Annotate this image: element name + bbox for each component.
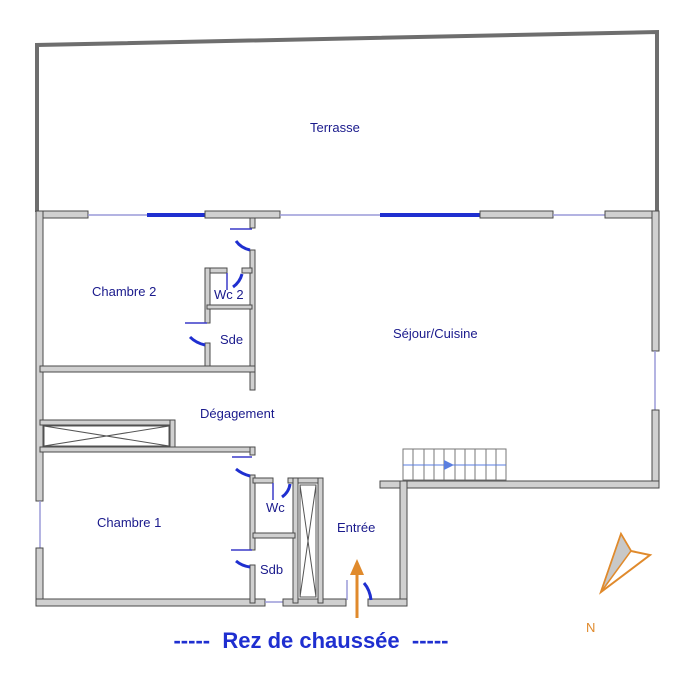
- room-label-entree: Entrée: [337, 520, 376, 535]
- room-label-sde: Sde: [220, 332, 244, 347]
- terrace-outline: [35, 29, 659, 212]
- cupboard-entry: [299, 484, 317, 598]
- bottom-wall: [35, 580, 408, 607]
- entrance-arrow-icon: [350, 559, 364, 618]
- room-label-sejour-cuisine: Séjour/Cuisine: [393, 326, 478, 341]
- room-label-sdb: Sdb: [260, 562, 284, 577]
- plan-title: ----- Rez de chaussée -----: [173, 628, 449, 653]
- stair-arrow-icon: [444, 460, 454, 470]
- compass-icon: [598, 531, 653, 595]
- left-wall: [35, 210, 44, 607]
- compass-north-label: N: [586, 620, 596, 635]
- cupboard-corridor: [43, 425, 170, 447]
- room-label-chambre-1: Chambre 1: [97, 515, 162, 530]
- right-wall: [379, 210, 660, 607]
- doors: [185, 228, 373, 601]
- interior-walls: [39, 217, 324, 604]
- room-label-degagement: Dégagement: [200, 406, 275, 421]
- room-label-terrasse: Terrasse: [310, 120, 360, 135]
- staircase: [402, 448, 507, 481]
- room-label-wc: Wc: [266, 500, 285, 515]
- room-label-chambre-2: Chambre 2: [92, 284, 157, 299]
- room-label-wc-2: Wc 2: [214, 287, 244, 302]
- top-wall: [36, 210, 659, 219]
